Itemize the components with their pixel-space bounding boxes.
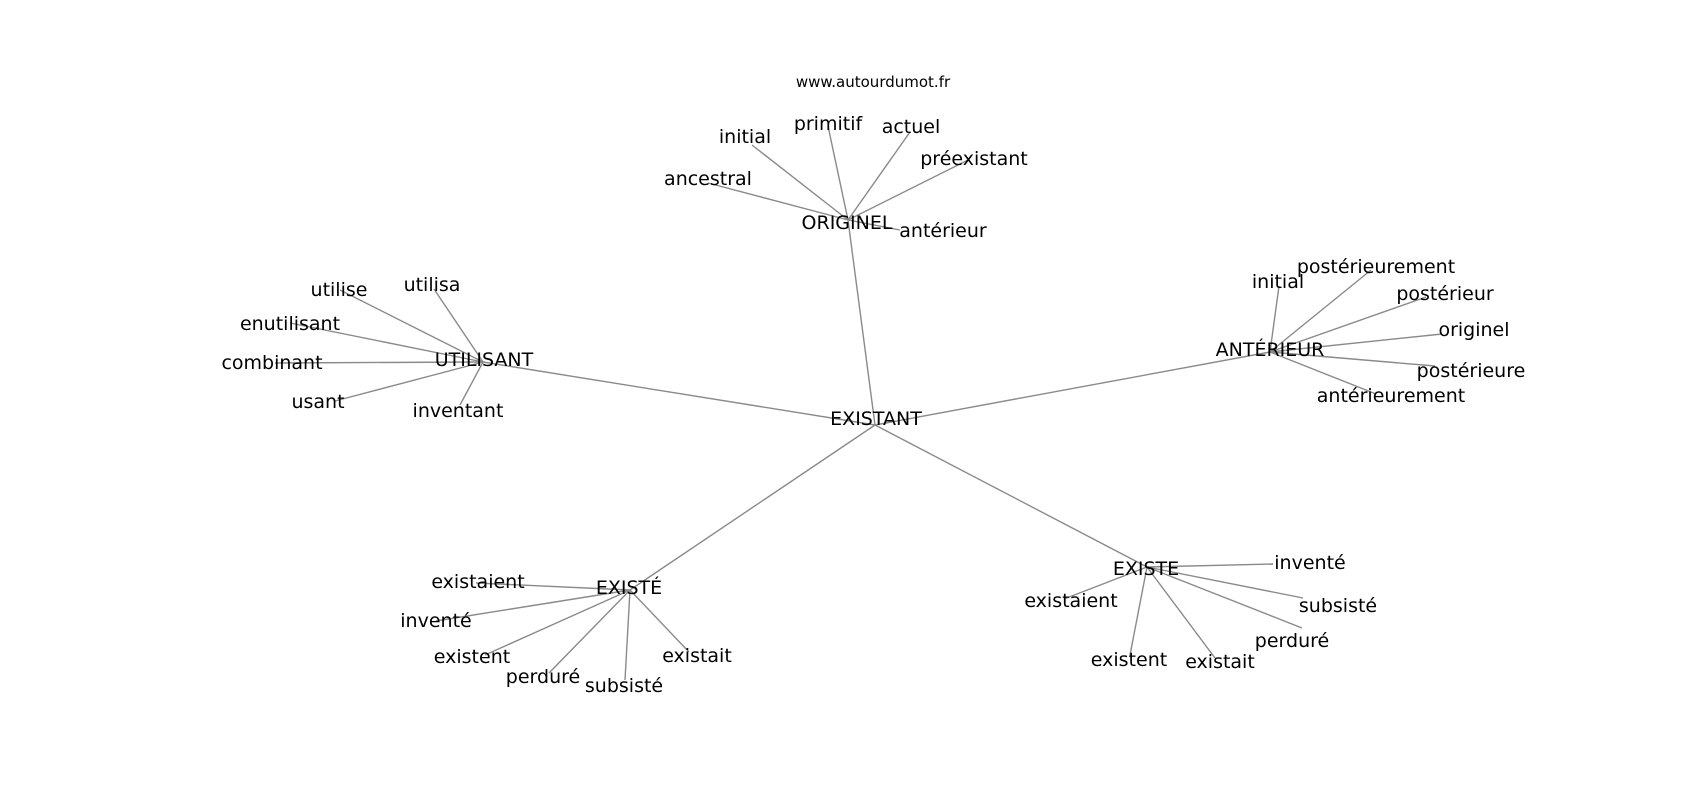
hub-word-node-originel[interactable]: ORIGINEL [802,212,893,234]
edge-existe-accent-leaf-2 [484,589,631,656]
edge-utilisant-leaf-2 [289,322,484,363]
leaf-word-node[interactable]: combinant [221,352,322,374]
edge-existe-leaf-0 [1063,566,1148,600]
leaf-word-node[interactable]: inventé [400,610,471,632]
leaf-word-node[interactable]: primitif [794,113,864,135]
hub-word-node-anterieur[interactable]: ANTÉRIEUR [1216,338,1325,361]
edge-center-existe [874,424,1148,568]
leaf-word-node[interactable]: postérieur [1396,283,1494,305]
edge-utilisant-leaf-3 [274,361,484,364]
hub-word-node-utilisant[interactable]: UTILISANT [435,349,534,371]
leaf-word-node[interactable]: initial [1252,271,1304,293]
edge-anterieur-leaf-3 [1269,333,1443,353]
leaf-word-node[interactable]: perduré [506,666,580,688]
edge-anterieur-leaf-4 [1269,351,1436,367]
edge-anterieur-leaf-5 [1269,351,1377,395]
edge-utilisant-leaf-4 [334,361,484,402]
edge-originel-leaf-4 [847,159,969,221]
center-word-node[interactable]: EXISTANT [830,408,922,430]
edge-originel-leaf-3 [847,131,911,221]
edge-center-utilisant [482,361,876,426]
leaf-word-node[interactable]: initial [719,126,771,148]
hub-word-node-existe-accent[interactable]: EXISTÉ [596,576,662,599]
edge-center-anterieur [874,351,1271,426]
edge-anterieur-leaf-0 [1269,285,1280,353]
edge-existe-leaf-3 [1146,566,1303,629]
leaf-word-node[interactable]: perduré [1255,630,1329,652]
hub-word-node-existe[interactable]: EXISTE [1113,558,1179,580]
edge-originel-leaf-5 [847,219,901,231]
leaf-word-node[interactable]: ancestral [664,168,752,190]
edge-existe-accent-leaf-1 [435,589,631,622]
edge-existe-accent-leaf-0 [475,582,631,591]
edge-utilisant-leaf-1 [433,288,484,363]
leaf-word-node[interactable]: inventant [413,400,504,422]
edge-anterieur-leaf-2 [1269,296,1427,353]
edge-existe-leaf-1 [1129,566,1148,656]
edge-existe-accent-leaf-3 [548,589,631,674]
leaf-word-node[interactable]: enutilisant [240,313,340,335]
edge-anterieur-leaf-1 [1269,269,1372,353]
leaf-word-node[interactable]: existaient [1024,590,1117,612]
site-watermark: www.autourdumot.fr [796,73,951,91]
edge-existe-leaf-4 [1146,566,1304,599]
leaf-word-node[interactable]: existait [1185,651,1255,673]
leaf-word-node[interactable]: préexistant [920,148,1028,170]
leaf-word-node[interactable]: postérieure [1417,360,1526,382]
edge-utilisant-leaf-5 [459,361,484,406]
edge-existe-leaf-5 [1146,563,1274,568]
leaf-word-node[interactable]: originel [1438,319,1509,341]
leaf-word-node[interactable]: utilise [311,279,368,301]
edge-existe-accent-leaf-5 [629,589,690,653]
leaf-word-node[interactable]: existaient [431,571,524,593]
edge-existe-accent-leaf-4 [624,589,631,681]
leaf-word-node[interactable]: subsisté [585,675,663,697]
leaf-word-node[interactable]: existent [434,646,510,668]
leaf-word-node[interactable]: inventé [1274,552,1345,574]
edge-center-originel [847,219,876,426]
leaf-word-node[interactable]: actuel [882,116,941,138]
leaf-word-node[interactable]: existent [1091,649,1167,671]
edge-existe-leaf-2 [1146,566,1216,659]
leaf-word-node[interactable]: utilisa [404,274,461,296]
leaf-word-node[interactable]: subsisté [1299,595,1377,617]
leaf-word-node[interactable]: usant [291,391,344,413]
edge-originel-leaf-2 [827,125,849,221]
edge-originel-leaf-1 [751,144,849,221]
leaf-word-node[interactable]: antérieur [899,220,987,242]
leaf-word-node[interactable]: antérieurement [1317,385,1465,407]
edge-originel-leaf-0 [707,182,849,221]
edge-center-existe-accent [629,424,876,591]
leaf-word-node[interactable]: postérieurement [1297,256,1455,278]
edge-utilisant-leaf-0 [339,289,484,363]
leaf-word-node[interactable]: existait [662,645,732,667]
